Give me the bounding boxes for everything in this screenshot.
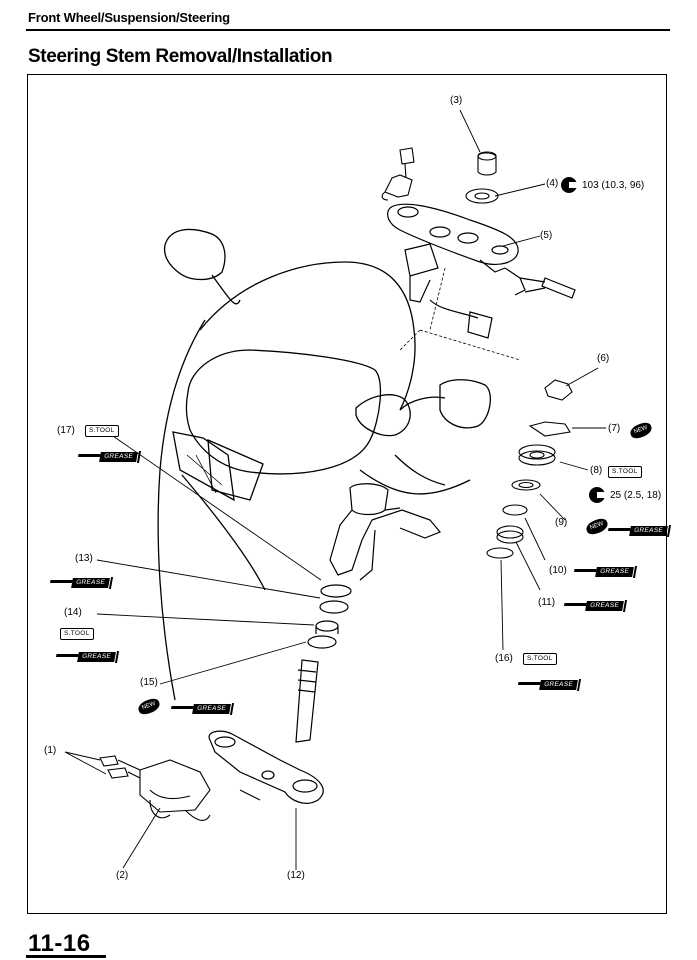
section-header: Front Wheel/Suspension/Steering [28,10,230,25]
page-number-rule [26,955,106,958]
steering-stem [208,483,441,804]
fairing-outline [157,228,491,701]
grease-tag: GREASE [629,526,668,536]
lower-bracket [99,755,261,821]
callout-15: (15) [140,677,158,688]
callout-6: (6) [597,353,610,364]
special-tool-tag: S.TOOL [85,425,119,437]
header-rule [26,29,670,31]
callout-9: (9) [555,517,568,528]
callout-7: (7) [608,423,621,434]
grease-tag: GREASE [99,452,138,462]
grease-tag: GREASE [71,578,110,588]
grease-tag: GREASE [585,601,624,611]
page-title: Steering Stem Removal/Installation [28,46,333,67]
torque-spec-4: 103 (10.3, 96) [582,180,645,191]
grease-tag: GREASE [595,567,634,577]
grease-tag: GREASE [192,704,231,714]
grease-tag: GREASE [77,652,116,662]
callout-5: (5) [540,230,553,241]
callout-4: (4) [546,178,559,189]
torque-wrench-icon [589,487,606,503]
callout-1: (1) [44,745,57,756]
callout-2: (2) [116,870,129,881]
page-number: 11-16 [28,930,91,957]
special-tool-tag: S.TOOL [523,653,557,665]
callout-13: (13) [75,553,93,564]
top-hardware [381,147,499,204]
callout-8: (8) [590,465,603,476]
callout-16: (16) [495,653,513,664]
special-tool-tag: S.TOOL [60,628,94,640]
callout-10: (10) [549,565,567,576]
callout-14: (14) [64,607,82,618]
diagram-frame [27,74,667,914]
torque-spec-9: 25 (2.5, 18) [610,490,662,501]
callout-12: (12) [287,870,305,881]
leader-lines [64,109,606,870]
torque-wrench-icon [561,177,578,193]
top-bridge [387,203,576,339]
callout-17: (17) [57,425,75,436]
callout-3: (3) [450,95,463,106]
grease-tag: GREASE [539,680,578,690]
callout-11: (11) [538,597,556,608]
bearing-stack [486,379,573,559]
special-tool-tag: S.TOOL [608,466,642,478]
